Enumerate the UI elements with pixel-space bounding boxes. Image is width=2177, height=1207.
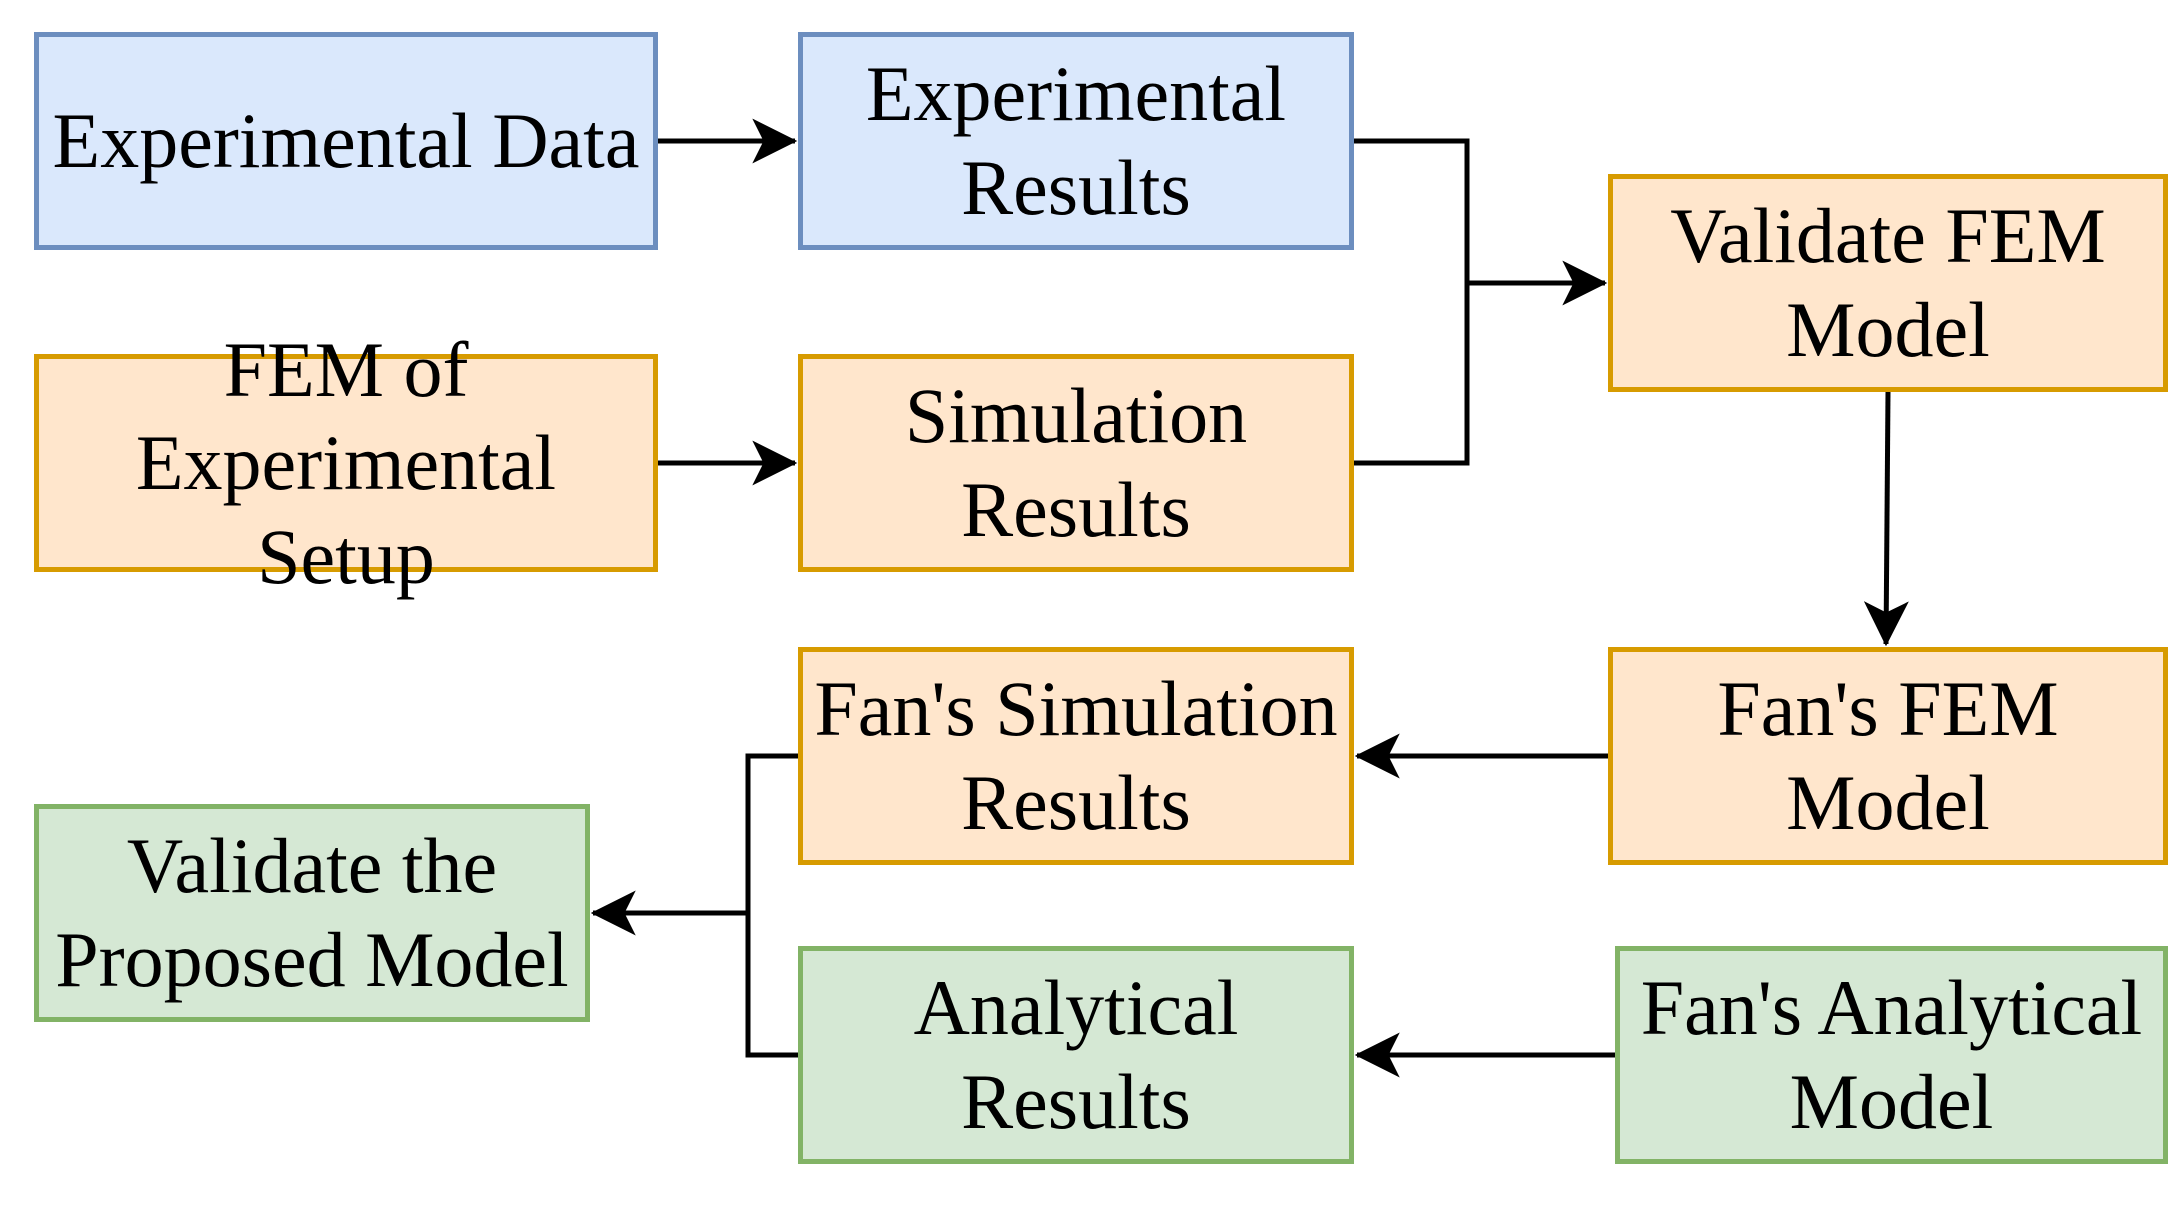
node-experimental-results: Experimental Results xyxy=(798,32,1354,250)
node-analytical-results: Analytical Results xyxy=(798,946,1354,1164)
node-label: Experimental Results xyxy=(865,50,1287,231)
node-label: Fan's Simulation Results xyxy=(814,665,1338,846)
node-label: Validate FEM Model xyxy=(1670,192,2106,373)
node-simulation-results: Simulation Results xyxy=(798,354,1354,572)
node-label: Validate the Proposed Model xyxy=(55,822,569,1003)
node-validate-proposed-model: Validate the Proposed Model xyxy=(34,804,590,1022)
node-label: Experimental Data xyxy=(52,97,640,185)
node-label: Simulation Results xyxy=(904,372,1248,553)
node-label: Fan's Analytical Model xyxy=(1640,964,2143,1145)
node-fans-simulation-results: Fan's Simulation Results xyxy=(798,647,1354,865)
node-label: FEM of Experimental Setup xyxy=(135,325,557,600)
node-fans-analytical-model: Fan's Analytical Model xyxy=(1615,946,2168,1164)
arrow-validate-fem-to-fans-fem xyxy=(1863,391,1909,647)
node-validate-fem-model: Validate FEM Model xyxy=(1608,174,2168,392)
connector-expresults-branch xyxy=(1354,138,1470,466)
node-label: Fan's FEM Model xyxy=(1717,665,2059,846)
node-label: Analytical Results xyxy=(913,964,1239,1145)
node-fans-fem-model: Fan's FEM Model xyxy=(1608,647,2168,865)
node-experimental-data: Experimental Data xyxy=(34,32,658,250)
node-fem-experimental-setup: FEM of Experimental Setup xyxy=(34,326,658,600)
connector-fans-sim-branch xyxy=(745,753,798,1058)
